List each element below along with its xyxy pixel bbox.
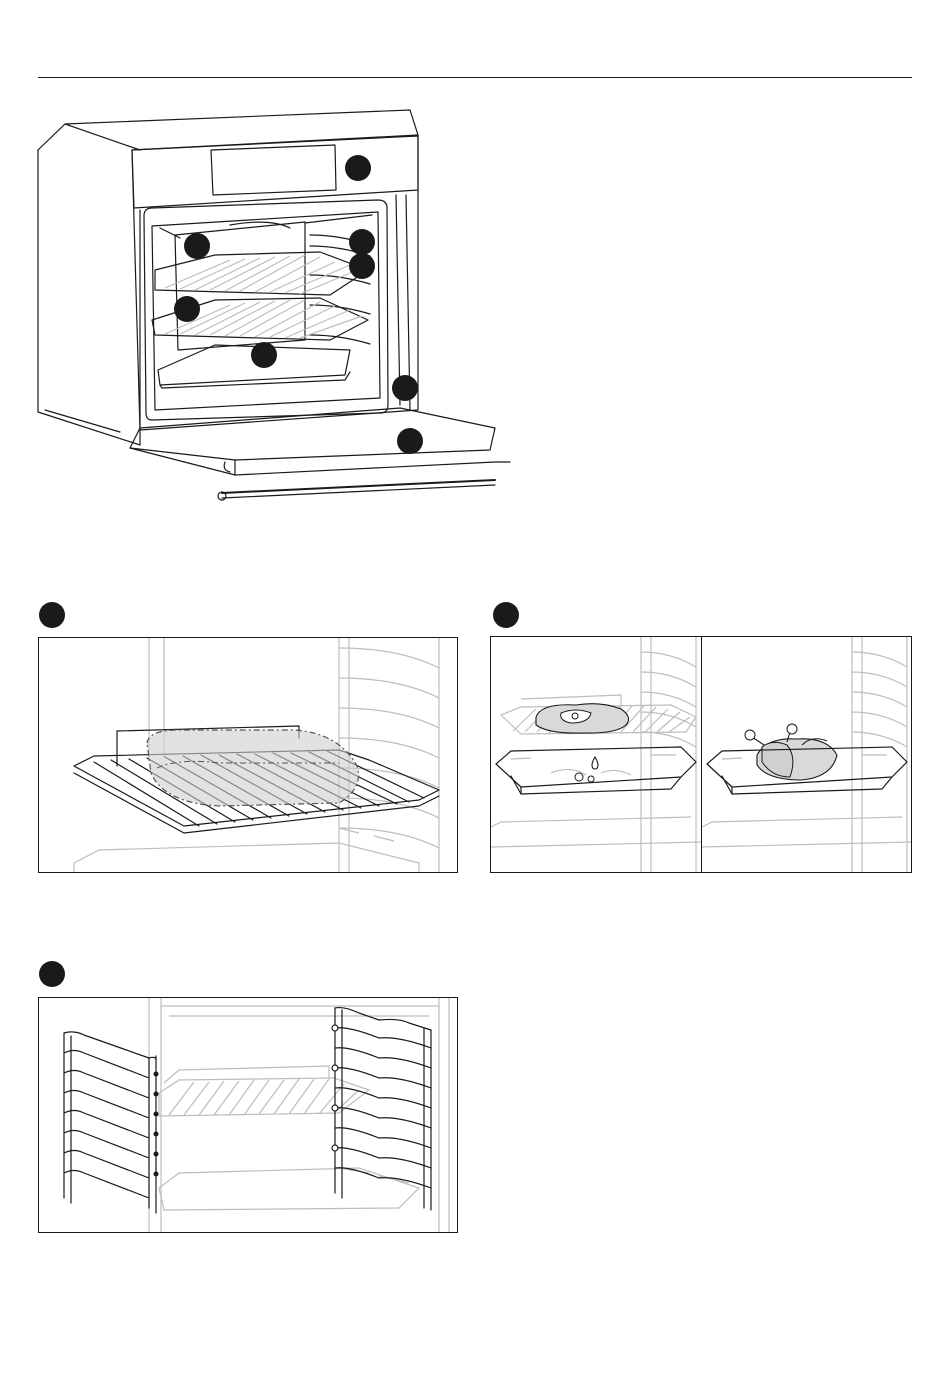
marker-side-rails-lower — [349, 253, 375, 279]
marker-control-panel — [345, 155, 371, 181]
section-marker-side-rails — [39, 961, 65, 987]
wire-shelf-illustration — [38, 637, 458, 873]
roasting-chicken-illustration — [702, 637, 912, 873]
marker-baking-tray — [251, 342, 277, 368]
oven-overview-illustration — [35, 105, 515, 515]
grilling-meat-illustration — [491, 637, 702, 873]
removable-side-rails-illustration — [38, 997, 458, 1233]
section-marker-tray-usage — [493, 602, 519, 628]
marker-door — [397, 428, 423, 454]
marker-lamp — [184, 233, 210, 259]
tray-usage-panel — [490, 636, 912, 873]
marker-wire-shelf — [174, 296, 200, 322]
header-rule — [38, 77, 912, 78]
marker-door-hinge — [392, 375, 418, 401]
section-marker-wire-shelf — [39, 602, 65, 628]
marker-side-rails-upper — [349, 229, 375, 255]
